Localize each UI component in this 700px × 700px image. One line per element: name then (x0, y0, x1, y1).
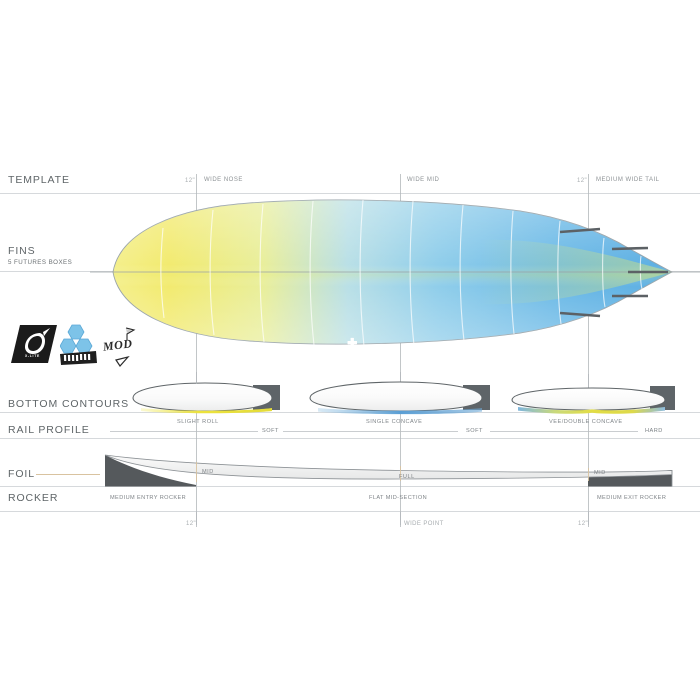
fin-box-front-left (559, 227, 601, 234)
fin-boxes (559, 227, 668, 318)
x-lite-logo-text: X-LITE (25, 354, 40, 358)
foil-marker-full: FULL (399, 474, 415, 480)
template-zone-wide-mid: WIDE MID (407, 177, 440, 183)
rail-marker-hard: HARD (645, 428, 663, 434)
row-label-fins: FINS (8, 245, 36, 257)
ruler-label-wide-point: WIDE POINT (404, 521, 444, 527)
ruler-measure-nose: 12" (186, 521, 197, 527)
contour-label-single-concave: SINGLE CONCAVE (366, 419, 423, 425)
contour-label-vee-double-concave: VEE/DOUBLE CONCAVE (549, 419, 623, 425)
row-label-bottom-contours: BOTTOM CONTOURS (8, 398, 130, 410)
x-lite-logo-icon (11, 325, 57, 363)
row-label-rail-profile: RAIL PROFILE (8, 424, 90, 436)
row-label-template: TEMPLATE (8, 174, 70, 186)
board-plan-outline (90, 199, 700, 345)
badge-x-lite: X-LITE (10, 323, 58, 365)
template-tick-measure-2: 12" (577, 178, 588, 184)
rail-marker-soft-2: SOFT (466, 428, 483, 434)
contour-label-slight-roll: SLIGHT ROLL (177, 419, 219, 425)
fin-box-front-right (559, 311, 601, 318)
rocker-zone-flat-mid: FLAT MID-SECTION (369, 495, 428, 501)
badge-mod: MOD (102, 326, 146, 368)
foil-rocker-profile (36, 454, 673, 487)
hexagon-tech-icon (60, 324, 97, 365)
template-zone-wide-nose: WIDE NOSE (204, 177, 243, 183)
bottom-ruler (196, 512, 589, 527)
row-sublabel-fins: 5 FUTURES BOXES (8, 259, 73, 266)
plus-marker (347, 337, 357, 348)
board-station-lines (160, 199, 643, 347)
mod-flag-icon (115, 327, 136, 367)
rocker-zone-medium-entry: MEDIUM ENTRY ROCKER (110, 495, 187, 501)
template-zone-medium-wide-tail: MEDIUM WIDE TAIL (596, 177, 660, 183)
template-tick-measure-1: 12" (185, 178, 196, 184)
rocker-zone-medium-exit: MEDIUM EXIT ROCKER (597, 495, 667, 501)
row-label-foil: FOIL (8, 468, 35, 480)
rail-marker-soft-1: SOFT (262, 428, 279, 434)
contour-section-2 (309, 372, 490, 415)
badge-hex-tech (60, 322, 100, 366)
foil-marker-mid-2: MID (594, 470, 606, 476)
ruler-measure-tail: 12" (578, 521, 589, 527)
row-label-rocker: ROCKER (8, 492, 59, 504)
contour-section-1 (132, 372, 280, 414)
contour-section-3 (511, 374, 675, 414)
foil-marker-mid-1: MID (202, 469, 214, 475)
fin-box-rear-left (611, 246, 649, 251)
